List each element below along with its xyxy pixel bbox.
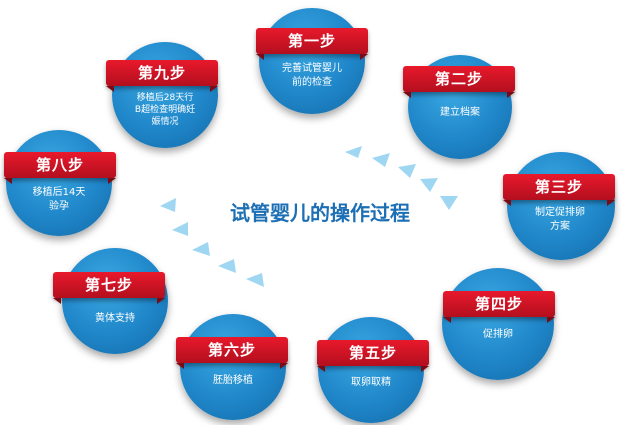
step-1-desc: 完善试管婴儿 前的检查: [282, 63, 342, 88]
step-4-desc: 促排卵: [483, 329, 513, 340]
step-2-desc: 建立档案: [440, 107, 480, 118]
step-6-desc: 胚胎移植: [213, 375, 253, 386]
step-8-circle: [6, 130, 112, 236]
flow-arrow-icon: [192, 242, 210, 256]
flow-arrow-icon: [398, 164, 416, 178]
arrow-group-left: [160, 198, 264, 287]
step-3-circle: [507, 152, 615, 260]
flow-arrow-icon: [345, 146, 362, 158]
step-1-circle: [259, 8, 365, 114]
step-3-label: 第三步: [503, 174, 615, 206]
step-9-desc: 移植后28天行 B超检查明确妊 娠情况: [134, 93, 196, 127]
step-2-label: 第二步: [403, 66, 515, 98]
flow-arrow-icon: [246, 273, 264, 287]
arrow-group-right: [345, 146, 458, 210]
step-5-desc: 取卵取精: [351, 377, 391, 388]
flow-arrow-icon: [172, 222, 188, 236]
step-1-label: 第一步: [256, 28, 368, 60]
step-6-circle: [180, 314, 286, 420]
flow-arrow-icon: [440, 196, 458, 210]
step-4-label: 第四步: [443, 291, 555, 323]
step-8-label: 第八步: [4, 152, 116, 184]
flow-arrow-icon: [160, 198, 176, 212]
step-5-circle: [318, 317, 424, 423]
step-9-circle: [112, 42, 218, 148]
step-7-desc: 黄体支持: [95, 313, 135, 324]
step-4-circle: [442, 268, 554, 380]
step-7-circle: [62, 248, 168, 354]
flow-arrow-icon: [420, 178, 438, 192]
flow-arrow-icon: [218, 259, 236, 273]
step-3-desc: 制定促排卵 方案: [535, 207, 585, 232]
step-8-desc: 移植后14天 验孕: [32, 187, 86, 212]
flow-arrow-icon: [372, 153, 390, 167]
diagram-title: 试管婴儿的操作过程: [230, 201, 410, 225]
step-6-label: 第六步: [176, 337, 288, 369]
step-9-label: 第九步: [106, 60, 218, 92]
step-7-label: 第七步: [53, 272, 165, 304]
step-5-label: 第五步: [317, 340, 429, 372]
